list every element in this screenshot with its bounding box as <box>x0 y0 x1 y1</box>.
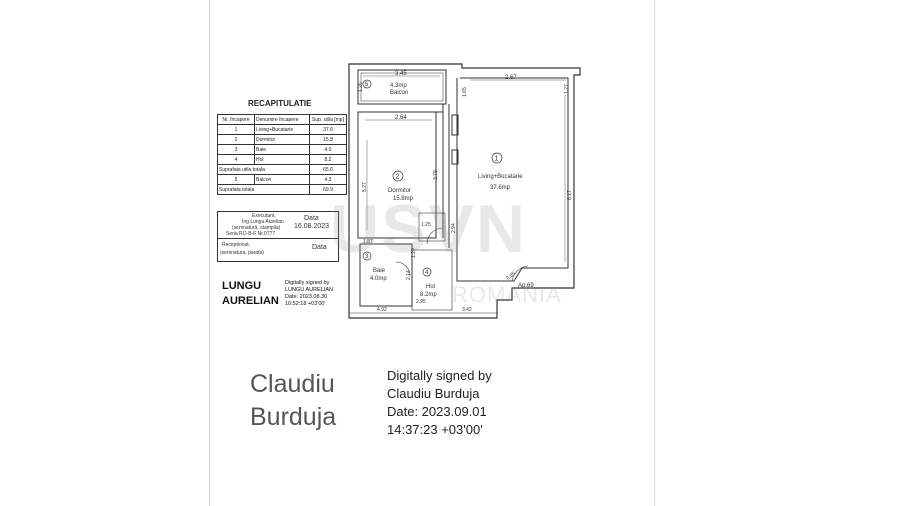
dim-text: 1.25 <box>421 222 431 228</box>
balcony-nr-label: 5 <box>365 82 369 88</box>
signature-text-small: Digitally signed by LUNGU AURELIAN Date:… <box>285 280 333 308</box>
recap-table: Nr. încapere Denumire încapere Sup. util… <box>217 114 347 195</box>
dim-text: 6.17 <box>567 190 573 200</box>
door-swing <box>511 265 529 282</box>
window-mark <box>451 114 459 136</box>
executant-line2: Ing.Lungu Aurelian <box>242 219 284 225</box>
dorm-area-label: 15.8mp <box>393 196 414 202</box>
dim-text: 5.27 <box>362 182 368 192</box>
room-marker <box>422 267 432 277</box>
sig-small-line2: LUNGU AURELIAN <box>285 287 333 293</box>
hol-name-label: Hol <box>426 284 435 290</box>
receptionat-line1: Receptionat, <box>222 242 251 248</box>
room-marker <box>362 79 372 89</box>
sig-big-line1: Digitally signed by <box>387 368 492 383</box>
living-nr-label: 1 <box>495 156 499 163</box>
sig-small-line4: 10:52:18 +03'00' <box>285 301 326 307</box>
signer-big-line1: Claudiu <box>250 370 335 398</box>
signer-big-line2: Burduja <box>250 403 337 431</box>
room-marker <box>362 251 372 261</box>
living-area-label: 37.6mp <box>490 185 511 191</box>
baie-area-label: 4.0mp <box>370 276 387 282</box>
door-swing <box>395 261 411 277</box>
watermark-sub: ROMANIA <box>452 282 562 307</box>
balcony-inner <box>360 72 444 102</box>
dim-text: 1.65 <box>462 87 468 97</box>
dim-text: 3.45 <box>395 71 407 77</box>
signer-name-line2: AURELIAN <box>222 295 279 307</box>
receptionat-block: Receptionat, (semnatura, parafa) Data <box>217 238 339 262</box>
hol-nr-label: 4 <box>425 270 429 276</box>
sig-small-line1: Digitally signed by <box>285 280 330 286</box>
dormitor-walls <box>357 111 437 239</box>
balcony-outline <box>357 69 447 105</box>
total-value: 69.9 <box>309 184 347 195</box>
recap-header-row: Nr. încapere Denumire încapere Sup. util… <box>217 114 347 125</box>
sig-small-line3: Date: 2023.08.30 <box>285 294 328 300</box>
door-swing <box>426 227 444 245</box>
signer-name-small: LUNGU AURELIAN <box>222 279 279 309</box>
outer-walls <box>348 63 581 319</box>
recap-total-row: Suprafata totala 69.9 <box>217 184 347 195</box>
balcony-area-label: 4.3mp <box>390 83 407 89</box>
living-name-label: Living+Bucatarie <box>478 174 523 180</box>
dim-text: 3.79 <box>433 170 439 180</box>
dim-text: 2.64 <box>395 115 407 121</box>
dim-text: 2.94 <box>451 223 457 233</box>
dim-text: 1.27 <box>564 84 570 94</box>
executant-line4: Seria RO-B-F Nr.0777 <box>226 231 276 237</box>
window-mark <box>451 149 459 165</box>
baie-nr-label: 3 <box>365 254 369 260</box>
executant-line1: Executant, <box>252 213 276 219</box>
receptionat-data-label: Data <box>312 244 327 251</box>
signature-text-big: Digitally signed by Claudiu Burduja Date… <box>387 367 492 439</box>
dim-text: 2.67 <box>505 75 517 81</box>
recap-title: RECAPITULATIE <box>248 99 312 108</box>
balcony-name-label: Balcon <box>390 90 408 96</box>
executant-line3: (semnatură, stampila) <box>232 225 281 231</box>
document-page <box>209 0 655 506</box>
dim-text: 1.87 <box>363 239 373 245</box>
hol-walls <box>411 249 453 311</box>
sig-big-line2: Claudiu Burduja <box>387 386 480 401</box>
executant-data-label: Data <box>304 215 319 222</box>
room-marker <box>392 170 404 182</box>
dim-text: 1.20 <box>411 248 417 258</box>
baie-name-label: Baie <box>373 268 386 274</box>
watermark-main: USVN <box>330 191 527 267</box>
dim-text: 4.92 <box>377 307 387 313</box>
sig-big-line3: Date: 2023.09.01 <box>387 404 487 419</box>
living-walls <box>456 77 569 282</box>
executant-date: 16.08.2023 <box>294 223 330 230</box>
passage-outline <box>418 212 446 242</box>
dim-text: 2.14 <box>406 270 412 280</box>
dim-text: 1.26 <box>358 82 364 92</box>
signer-name-line1: LUNGU <box>222 280 262 292</box>
dim-text: 0.85 <box>505 271 516 282</box>
hol-area-label: 8.2mp <box>420 292 437 298</box>
signer-name-big: Claudiu Burduja <box>250 368 336 434</box>
dim-text: 2.95 <box>416 299 426 305</box>
dorm-nr-label: 2 <box>396 174 400 181</box>
dorm-name-label: Dormitor <box>388 188 411 194</box>
dim-text: 3.42 <box>462 307 472 313</box>
sig-big-line4: 14:37:23 +03'00' <box>387 422 483 437</box>
apartment-label: Ap.69 <box>518 283 534 289</box>
room-marker <box>491 152 503 164</box>
receptionat-line2: (semnatura, parafa) <box>220 250 264 256</box>
